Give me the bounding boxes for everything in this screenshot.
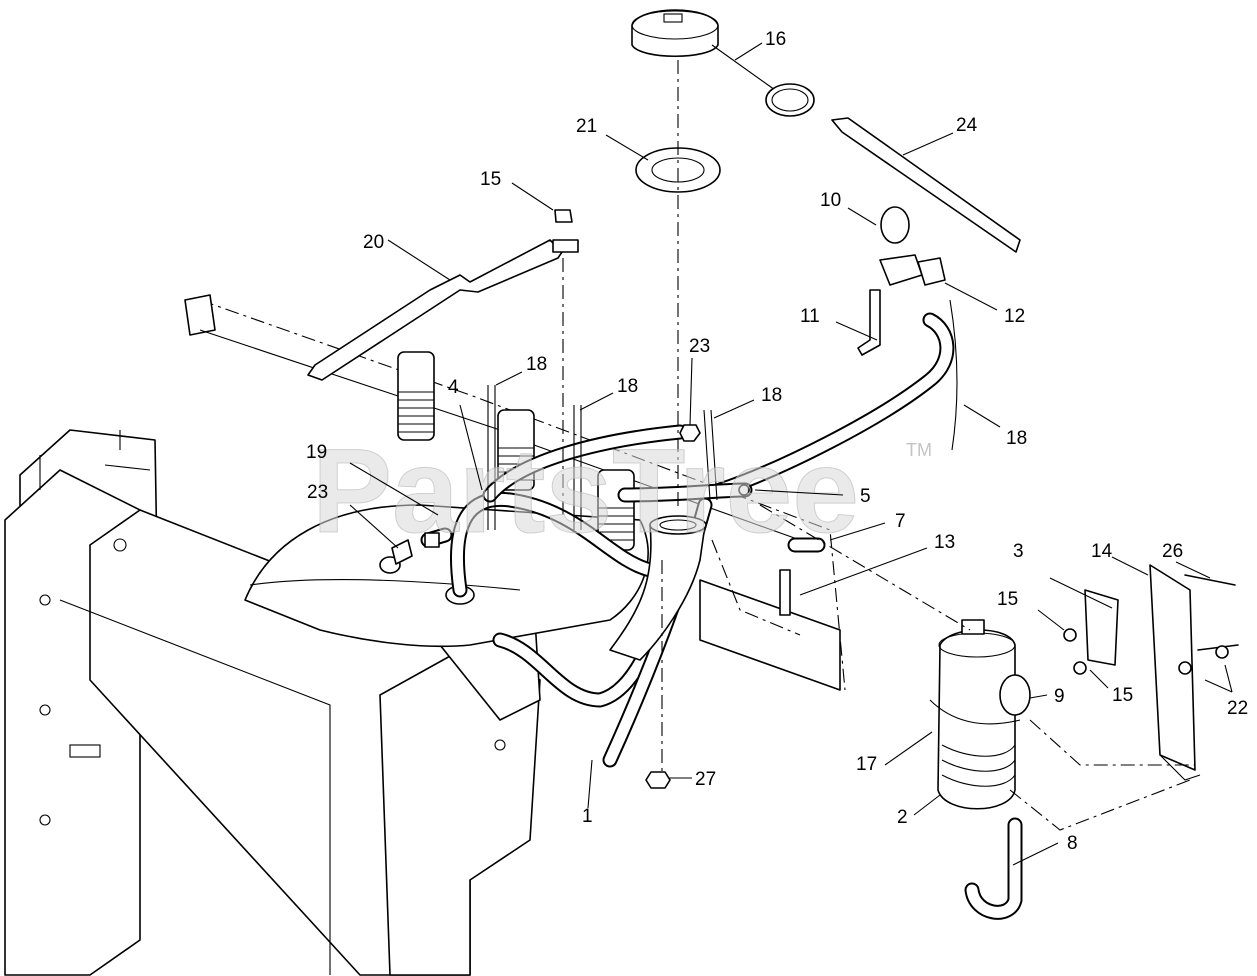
mount-dashes — [562, 60, 1195, 831]
callout-16: 16 — [765, 29, 786, 50]
hardware — [391, 424, 1229, 789]
callout-8: 8 — [1067, 833, 1078, 854]
callout-11: 11 — [800, 306, 820, 327]
fuel-cap — [631, 9, 815, 117]
watermark-trademark: TM — [906, 440, 932, 460]
canister-bracket — [1084, 564, 1239, 781]
callout-17: 17 — [856, 754, 877, 775]
callout-18b: 18 — [617, 376, 638, 397]
callout-18d: 18 — [1006, 428, 1027, 449]
filler-neck — [609, 515, 707, 661]
callout-4: 4 — [448, 377, 459, 398]
callout-1: 1 — [582, 806, 593, 827]
callout-15a: 15 — [997, 589, 1018, 610]
tank-strap — [831, 117, 1021, 253]
callout-14: 14 — [1091, 541, 1113, 562]
leader-lines — [349, 42, 1233, 866]
callout-24: 24 — [956, 115, 978, 136]
callout-20: 20 — [363, 232, 384, 253]
callout-12: 12 — [1004, 306, 1025, 327]
callout-18a: 18 — [526, 354, 547, 375]
vent-valve — [857, 206, 946, 356]
callout-23b: 23 — [689, 336, 710, 357]
callout-5: 5 — [860, 486, 871, 507]
callout-22: 22 — [1227, 698, 1248, 719]
callout-18c: 18 — [761, 385, 782, 406]
callout-27: 27 — [695, 769, 716, 790]
callout-9: 9 — [1054, 686, 1065, 707]
callout-13: 13 — [934, 532, 955, 553]
callout-10: 10 — [820, 190, 841, 211]
callout-15c: 15 — [480, 169, 501, 190]
callout-labels: 1 2 3 4 5 7 8 9 10 11 12 13 14 15 15 15 … — [306, 29, 1248, 854]
callout-26: 26 — [1162, 541, 1183, 562]
callout-23a: 23 — [307, 482, 328, 503]
support-rod — [307, 209, 579, 381]
cable-ties — [487, 299, 958, 530]
callout-2: 2 — [897, 807, 908, 828]
callout-7: 7 — [895, 511, 906, 532]
callout-19: 19 — [306, 442, 327, 463]
callout-21: 21 — [576, 116, 597, 137]
charcoal-canister — [929, 619, 1031, 810]
callout-15b: 15 — [1112, 685, 1133, 706]
callout-3: 3 — [1013, 541, 1024, 562]
